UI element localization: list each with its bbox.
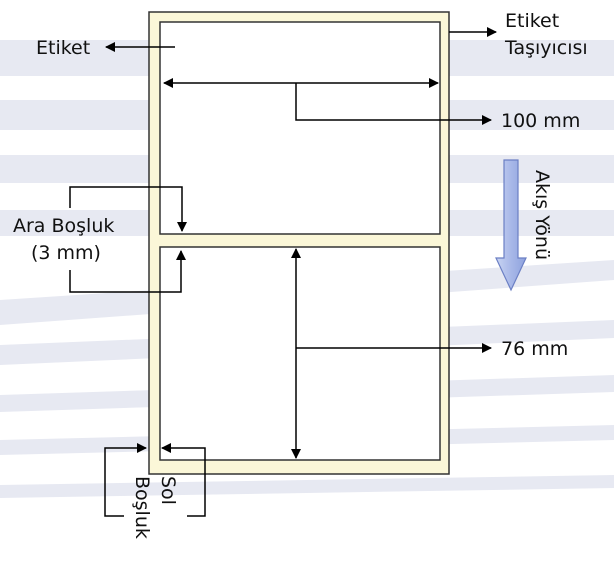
left-margin-right-arrow — [161, 443, 206, 517]
label-bottom — [159, 246, 441, 461]
left-margin-left-arrow — [104, 443, 147, 517]
gap-bottom-bracket-arrow — [69, 250, 186, 293]
height-text: 76 mm — [501, 338, 568, 360]
flow-direction-arrow — [495, 159, 527, 292]
carrier-text-line1: Etiket — [505, 10, 559, 32]
flow-direction-text: Akış Yönü — [531, 170, 553, 260]
label-top — [159, 21, 441, 235]
gap-top-bracket-arrow — [69, 186, 187, 232]
carrier-text-line2: Taşıyıcısı — [504, 37, 588, 59]
left-margin-text-line2: Boşluk — [131, 476, 153, 539]
width-leader-arrow — [295, 83, 492, 125]
left-margin-text-line1: Sol — [157, 476, 179, 505]
width-text: 100 mm — [501, 110, 580, 132]
label-text: Etiket — [36, 37, 90, 59]
gap-text-line2: (3 mm) — [31, 242, 101, 264]
gap-text-line1: Ara Boşluk — [13, 215, 114, 237]
